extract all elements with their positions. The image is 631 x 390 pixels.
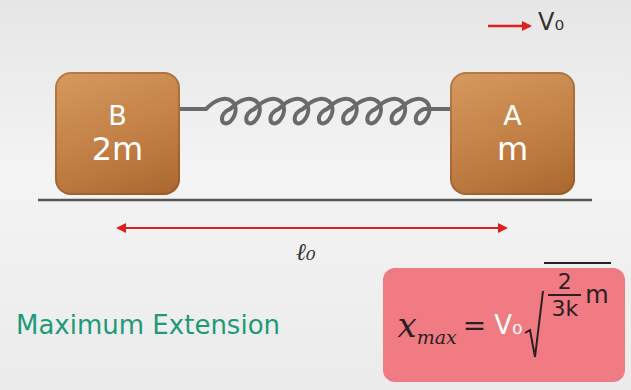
- denominator: 3k: [548, 294, 581, 320]
- subscript: max: [417, 326, 457, 348]
- velocity-arrow: [488, 25, 530, 28]
- caption-text: Maximum Extension: [16, 310, 280, 340]
- velocity-symbol: V₀: [494, 310, 522, 340]
- mass-block: Am: [450, 72, 575, 195]
- block-letter: B: [108, 100, 127, 131]
- ground-line: [38, 199, 592, 202]
- numerator: 2: [555, 270, 575, 293]
- square-root: 23km: [524, 289, 610, 361]
- spring-coil: [180, 99, 450, 124]
- variable: x: [397, 305, 416, 345]
- fraction: 23k: [548, 270, 581, 319]
- radicand: 23km: [544, 262, 610, 319]
- spring: [180, 99, 450, 124]
- equals-sign: =: [463, 309, 486, 342]
- mass-symbol: m: [585, 281, 608, 309]
- length-arrow: [118, 227, 506, 229]
- velocity-label: V₀: [538, 8, 564, 36]
- mass-block: B2m: [55, 72, 180, 195]
- mass-label: 2m: [92, 131, 144, 168]
- block-letter: A: [503, 100, 521, 131]
- radical-sign: [524, 289, 544, 361]
- mass-label: m: [497, 131, 528, 168]
- formula-box: xmax=V₀23km: [383, 268, 625, 382]
- length-label: ℓ₀: [296, 238, 316, 266]
